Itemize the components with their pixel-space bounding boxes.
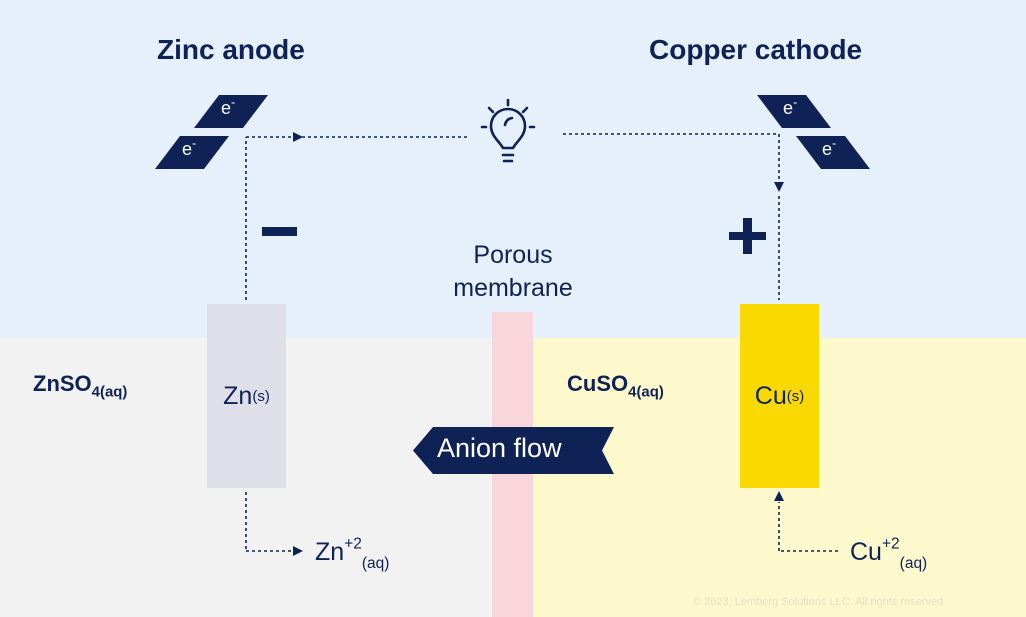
electron-tag-1 (194, 95, 268, 128)
anode-title: Zinc anode (157, 34, 305, 65)
anion-flow-label: Anion flow (437, 433, 562, 463)
membrane-label-line1: Porous (473, 241, 553, 269)
positive-sign-vertical (743, 218, 752, 254)
electron-tag-3 (757, 95, 831, 128)
electron-flow-arrow-right (293, 132, 303, 142)
copyright-notice: © 2023, Lemberg Solutions LLC. All right… (693, 596, 944, 608)
zinc-electrode-state: (s) (252, 387, 270, 405)
copper-ion-arrow (774, 491, 784, 501)
cathode-title: Copper cathode (649, 34, 863, 65)
electron-tag-2 (155, 136, 229, 169)
electron-label-4: e- (822, 136, 837, 159)
zinc-sulfate-label: ZnSO4(aq) (33, 371, 128, 401)
anion-flow-arrow (413, 427, 614, 474)
electron-label-3: e- (783, 95, 798, 118)
electron-flow-arrow-down (774, 182, 784, 192)
membrane-label: Porous membrane (420, 239, 606, 305)
copper-sulfate-label: CuSO4(aq) (567, 371, 664, 401)
zinc-electrode-symbol: Zn (223, 381, 253, 410)
copper-ion-label: Cu+2(aq) (850, 535, 928, 572)
electron-label-1: e- (221, 95, 236, 118)
zinc-ion-label: Zn+2(aq) (315, 535, 390, 572)
membrane-label-line2: membrane (453, 274, 573, 302)
lightbulb-icon (480, 98, 536, 163)
negative-sign (262, 227, 297, 236)
zinc-electrode: Zn(s) (207, 304, 286, 488)
copper-electrode: Cu(s) (740, 304, 819, 488)
copper-electrode-symbol: Cu (754, 381, 787, 410)
electron-label-2: e- (182, 136, 197, 159)
electron-tag-4 (796, 136, 870, 169)
zinc-ion-arrow (293, 546, 303, 556)
copper-electrode-state: (s) (786, 387, 805, 405)
